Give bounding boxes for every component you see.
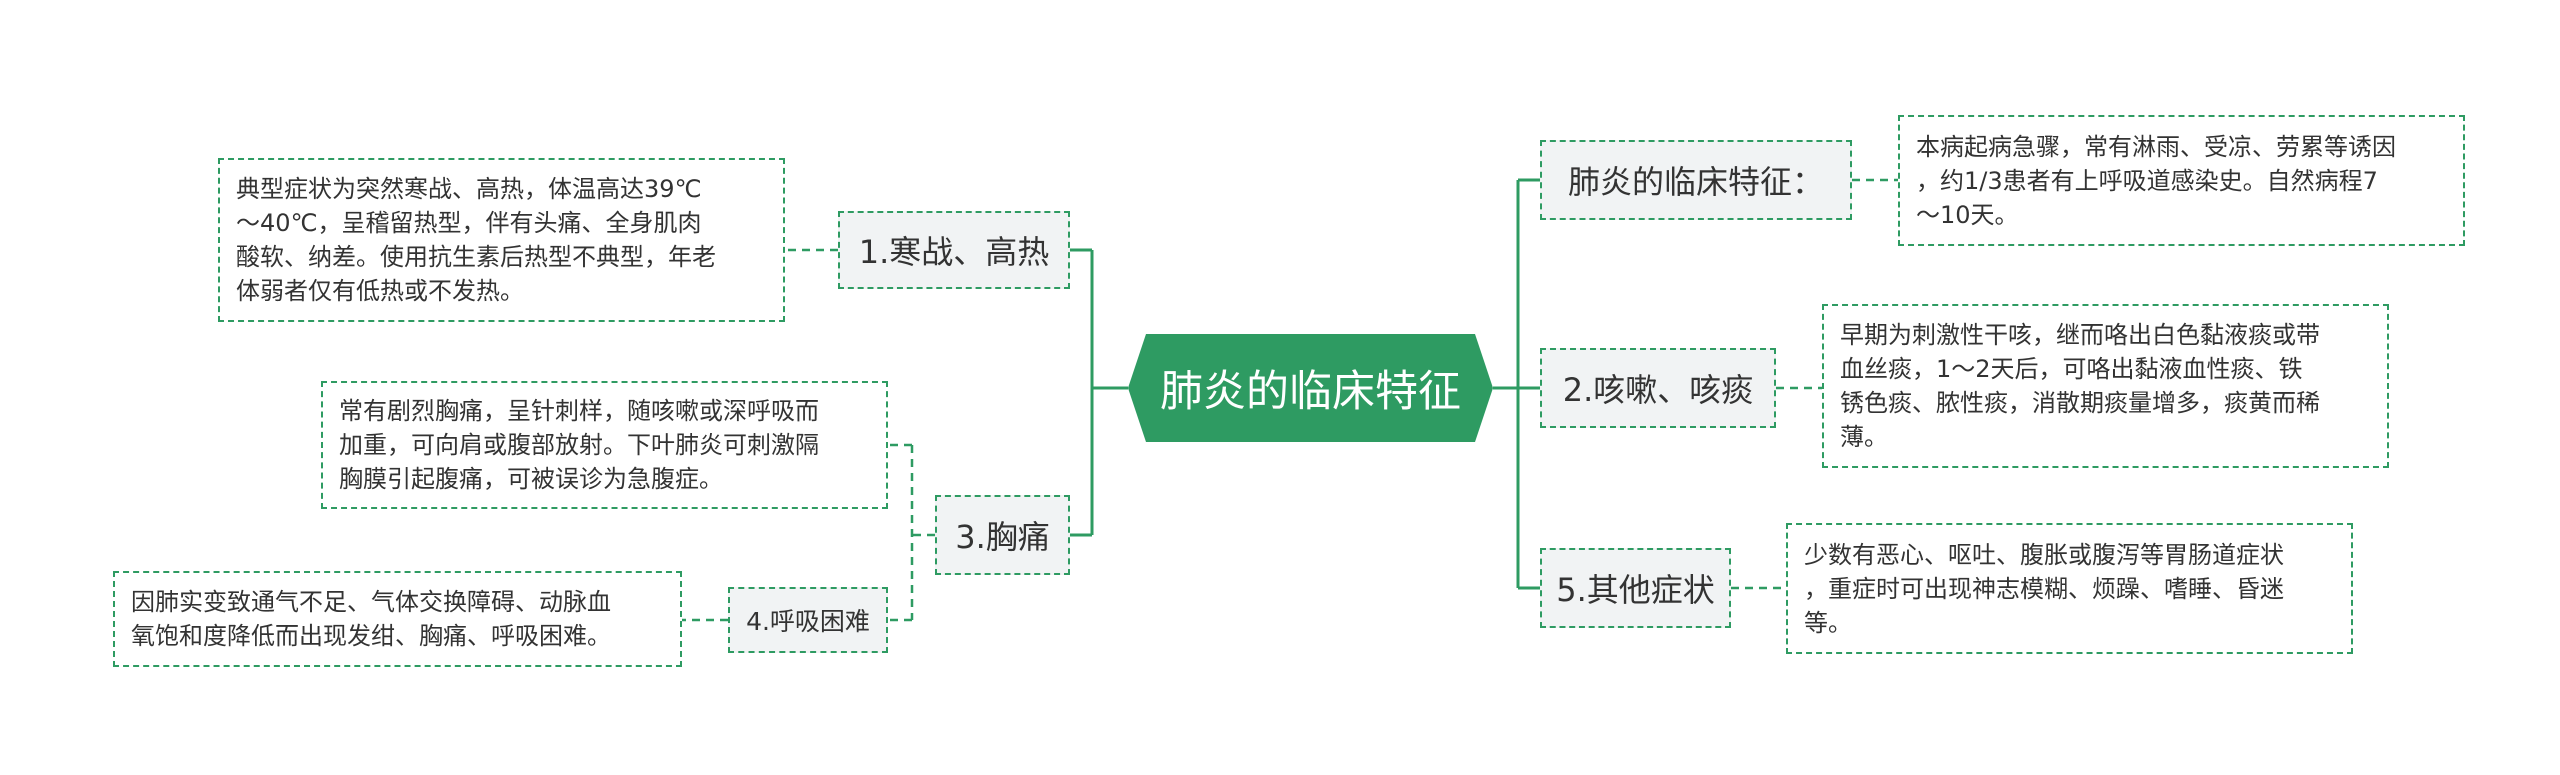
branch-chills-fever-label: 1.寒战、高热	[858, 233, 1050, 271]
detail-other-symptoms[interactable]: 少数有恶心、呕吐、腹胀或腹泻等胃肠道症状 ，重症时可出现神志模糊、烦躁、嗜睡、昏…	[1786, 523, 2353, 654]
branch-dyspnea[interactable]: 4.呼吸困难	[728, 587, 888, 653]
central-topic[interactable]: 肺炎的临床特征	[1128, 334, 1493, 442]
branch-cough-sputum-label: 2.咳嗽、咳痰	[1562, 371, 1754, 409]
detail-chills-fever[interactable]: 典型症状为突然寒战、高热，体温高达39℃ ～40℃，呈稽留热型，伴有头痛、全身肌…	[218, 158, 785, 322]
detail-chest-pain[interactable]: 常有剧烈胸痛，呈针刺样，随咳嗽或深呼吸而 加重，可向肩或腹部放射。下叶肺炎可刺激…	[321, 381, 888, 509]
branch-cough-sputum[interactable]: 2.咳嗽、咳痰	[1540, 348, 1776, 428]
central-topic-label: 肺炎的临床特征	[1160, 367, 1461, 417]
branch-chest-pain[interactable]: 3.胸痛	[935, 495, 1070, 575]
branch-clinical-features-label: 肺炎的临床特征：	[1567, 163, 1824, 201]
detail-cough-sputum[interactable]: 早期为刺激性干咳，继而咯出白色黏液痰或带 血丝痰，1～2天后，可咯出黏液血性痰、…	[1822, 304, 2389, 468]
detail-chest-pain-text: 常有剧烈胸痛，呈针刺样，随咳嗽或深呼吸而 加重，可向肩或腹部放射。下叶肺炎可刺激…	[339, 397, 819, 493]
detail-cough-sputum-text: 早期为刺激性干咳，继而咯出白色黏液痰或带 血丝痰，1～2天后，可咯出黏液血性痰、…	[1840, 321, 2320, 451]
branch-chest-pain-label: 3.胸痛	[955, 518, 1050, 556]
detail-other-symptoms-text: 少数有恶心、呕吐、腹胀或腹泻等胃肠道症状 ，重症时可出现神志模糊、烦躁、嗜睡、昏…	[1804, 540, 2284, 637]
branch-dyspnea-label: 4.呼吸困难	[746, 607, 870, 636]
detail-clinical-features[interactable]: 本病起病急骤，常有淋雨、受凉、劳累等诱因 ，约1/3患者有上呼吸道感染史。自然病…	[1898, 115, 2465, 246]
branch-other-symptoms[interactable]: 5.其他症状	[1540, 548, 1731, 628]
branch-clinical-features[interactable]: 肺炎的临床特征：	[1540, 140, 1852, 220]
branch-other-symptoms-label: 5.其他症状	[1556, 571, 1715, 609]
detail-chills-fever-text: 典型症状为突然寒战、高热，体温高达39℃ ～40℃，呈稽留热型，伴有头痛、全身肌…	[236, 175, 716, 305]
detail-clinical-features-text: 本病起病急骤，常有淋雨、受凉、劳累等诱因 ，约1/3患者有上呼吸道感染史。自然病…	[1916, 132, 2396, 229]
detail-dyspnea-text: 因肺实变致通气不足、气体交换障碍、动脉血 氧饱和度降低而出现发绀、胸痛、呼吸困难…	[131, 588, 611, 650]
branch-chills-fever[interactable]: 1.寒战、高热	[838, 211, 1070, 289]
detail-dyspnea[interactable]: 因肺实变致通气不足、气体交换障碍、动脉血 氧饱和度降低而出现发绀、胸痛、呼吸困难…	[113, 571, 682, 667]
